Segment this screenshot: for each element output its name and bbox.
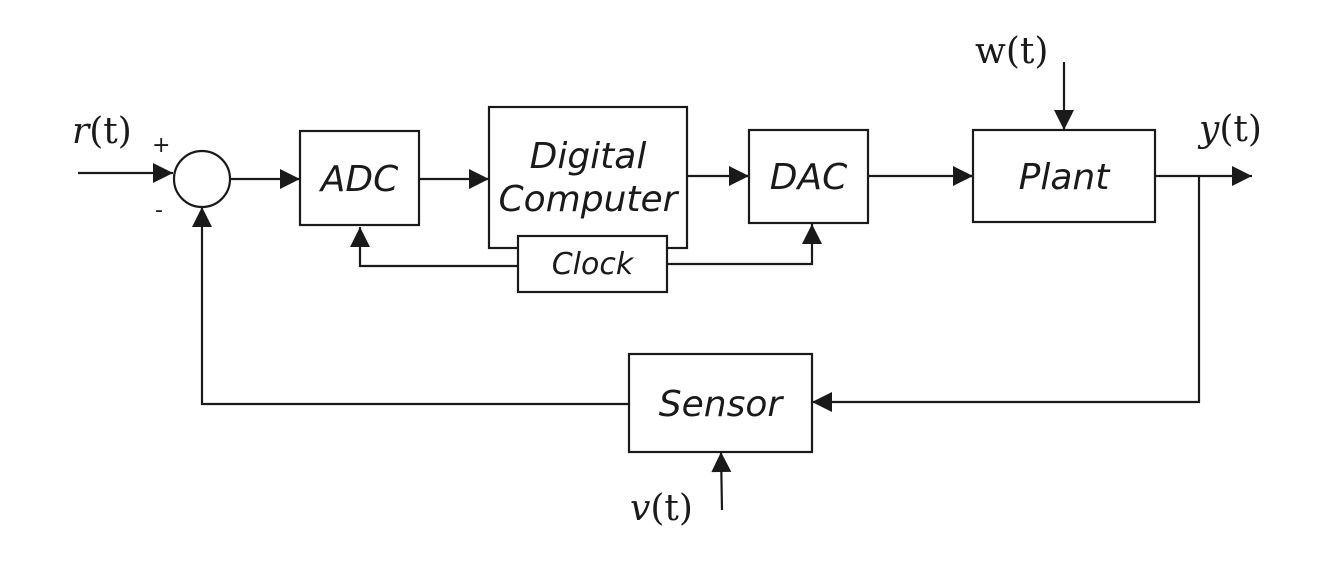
clock-label: Clock bbox=[552, 247, 635, 282]
dac-block: DAC bbox=[747, 128, 870, 225]
dac-label: DAC bbox=[770, 157, 848, 198]
disturbance-signal-arg: (t) bbox=[1006, 31, 1049, 72]
wire-clock-to-adc bbox=[350, 227, 518, 268]
digital-computer-label-line2: Computer bbox=[499, 179, 680, 220]
digital-computer-label-line1: Digital bbox=[530, 136, 647, 177]
reference-signal-arg: (t) bbox=[89, 111, 132, 152]
plant-block: Plant bbox=[971, 128, 1157, 224]
noise-signal-name: v bbox=[630, 488, 650, 529]
wire-output-to-sensor bbox=[812, 176, 1201, 412]
sensor-label: Sensor bbox=[659, 384, 785, 425]
adc-label: ADC bbox=[319, 159, 399, 200]
noise-signal-label: v(t) bbox=[630, 488, 693, 529]
reference-signal-label: r(t) bbox=[72, 111, 132, 152]
disturbance-signal-name: w bbox=[975, 31, 1006, 72]
summing-junction bbox=[172, 149, 232, 209]
wire-clock-to-dac bbox=[667, 224, 822, 266]
noise-signal-arg: (t) bbox=[650, 488, 693, 529]
reference-signal-name: r bbox=[72, 111, 91, 152]
sensor-block: Sensor bbox=[627, 352, 814, 454]
adc-block: ADC bbox=[298, 129, 421, 227]
output-signal-name: y bbox=[1197, 109, 1220, 150]
output-signal-label: y(t) bbox=[1197, 109, 1262, 150]
digital-computer-block: Digital Computer bbox=[487, 105, 689, 250]
sum-plus-sign: + bbox=[152, 133, 170, 158]
wire-sensor-to-sum bbox=[192, 207, 629, 406]
clock-block: Clock bbox=[516, 234, 669, 294]
disturbance-signal-label: w(t) bbox=[975, 31, 1048, 72]
output-signal-arg: (t) bbox=[1219, 109, 1262, 150]
plant-label: Plant bbox=[1019, 157, 1112, 198]
wire-noise-to-sensor bbox=[711, 451, 732, 511]
sum-minus-sign: - bbox=[155, 198, 163, 223]
